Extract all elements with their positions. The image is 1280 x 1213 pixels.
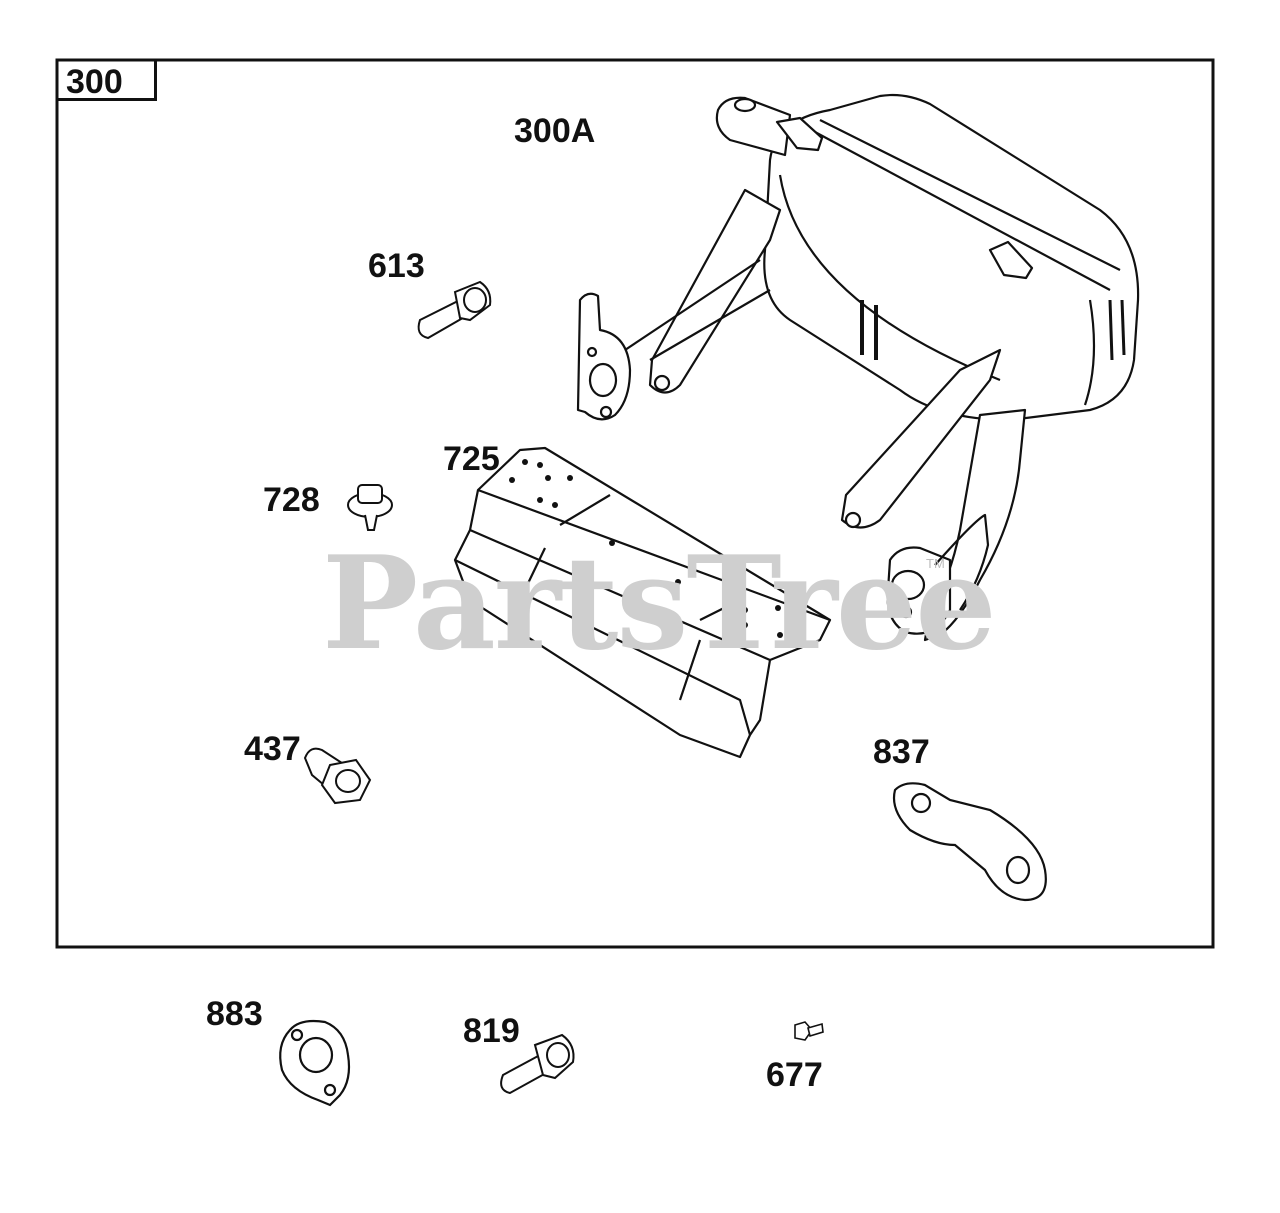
part-label-677[interactable]: 677 xyxy=(766,1056,823,1094)
bolt-437-drawing[interactable] xyxy=(303,747,372,805)
muffler-300a-drawing[interactable] xyxy=(576,93,1140,642)
group-label: 300 xyxy=(66,63,123,101)
part-label-728[interactable]: 728 xyxy=(263,481,320,519)
assembly-label[interactable]: 300A xyxy=(514,112,596,150)
gasket-883-drawing[interactable] xyxy=(279,1019,351,1107)
group-label-box xyxy=(57,60,157,101)
watermark: PartsTree xyxy=(322,529,997,679)
screw-613-drawing[interactable] xyxy=(417,280,492,340)
part-label-837[interactable]: 837 xyxy=(873,733,930,771)
watermark-trademark: TM xyxy=(926,556,945,571)
muffler-guard-725-drawing[interactable] xyxy=(453,446,832,759)
lock-plate-837-drawing[interactable] xyxy=(892,782,1047,902)
part-label-437[interactable]: 437 xyxy=(244,730,301,768)
screw-728-drawing[interactable] xyxy=(347,484,393,531)
assembly-frame xyxy=(55,58,1215,949)
part-label-883[interactable]: 883 xyxy=(206,995,263,1033)
screw-819-drawing[interactable] xyxy=(500,1033,575,1095)
screw-677-drawing[interactable] xyxy=(794,1021,824,1041)
part-label-613[interactable]: 613 xyxy=(368,247,425,285)
part-label-819[interactable]: 819 xyxy=(463,1012,520,1050)
part-label-725[interactable]: 725 xyxy=(443,440,500,478)
